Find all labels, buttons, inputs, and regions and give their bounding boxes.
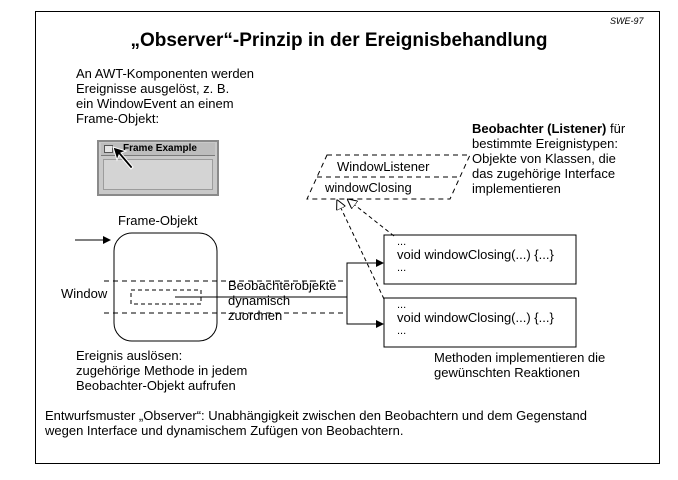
frame-example-screenshot: Frame Example: [97, 140, 219, 196]
method-dots: ...: [397, 325, 407, 337]
pattern-summary: Entwurfsmuster „Observer“: Unabhängigkei…: [45, 408, 587, 438]
observer-description: Beobachter (Listener) für bestimmte Erei…: [472, 121, 625, 196]
method-dots: ...: [397, 262, 407, 274]
method-signature: void windowClosing(...) {...}: [397, 247, 554, 262]
frame-object-label: Frame-Objekt: [118, 213, 198, 228]
dynamic-line: dynamisch: [228, 293, 291, 308]
observer-term: Beobachter (Listener): [472, 121, 607, 136]
implements-arrow-2: [339, 204, 385, 300]
method-signature: void windowClosing(...) {...}: [397, 310, 554, 325]
interface-method: windowClosing: [325, 180, 412, 195]
dynamic-line: zuordnen: [228, 308, 283, 323]
frame-title-bar: Frame Example: [101, 143, 215, 156]
mouse-pointer-icon: [112, 146, 134, 170]
methods-line: gewünschten Reaktionen: [434, 365, 580, 380]
connector-upper: [346, 259, 384, 297]
awt-line: ein WindowEvent an einem: [76, 96, 234, 111]
methods-line: Methoden implementieren die: [434, 350, 606, 365]
observer-line: das zugehörige Interface: [472, 166, 616, 181]
slide-id: SWE-97: [610, 16, 644, 26]
frame-object: [113, 232, 218, 342]
observer-line: implementieren: [472, 181, 561, 196]
page-title: „Observer“-Prinzip in der Ereignisbehand…: [130, 30, 548, 51]
awt-description: An AWT-Komponenten werden Ereignisse aus…: [76, 66, 254, 126]
window-listener-interface: [306, 154, 471, 200]
event-line: Beobachter-Objekt aufrufen: [76, 378, 236, 393]
pattern-line: wegen Interface und dynamischem Zufügen …: [45, 423, 404, 438]
awt-line: An AWT-Komponenten werden: [76, 66, 255, 81]
event-description: Ereignis auslösen: zugehörige Methode in…: [76, 348, 247, 393]
observer-line: für: [606, 121, 626, 136]
connector-lower: [346, 297, 384, 328]
awt-line: Ereignisse ausgelöst, z. B.: [76, 81, 230, 96]
event-line: Ereignis auslösen:: [76, 348, 183, 363]
slide-frame: [35, 11, 660, 464]
implements-arrow-1: [351, 202, 395, 237]
window-label: Window: [61, 286, 108, 301]
frame-title: Frame Example: [123, 143, 197, 154]
dynamic-assign-text: Beobachterobjekte dynamisch zuordnen: [228, 278, 336, 323]
dynamic-line: Beobachterobjekte: [228, 278, 337, 293]
method-box-2: [383, 297, 577, 348]
observer-line: Objekte von Klassen, die: [472, 151, 616, 166]
method-dots: ...: [397, 236, 407, 248]
window-icon: [104, 145, 113, 153]
method-content-2: ... void windowClosing(...) {...} ...: [397, 299, 554, 337]
frame-content-area: [103, 159, 213, 190]
event-line: zugehörige Methode in jedem: [76, 363, 248, 378]
interface-name: WindowListener: [337, 159, 430, 174]
awt-line: Frame-Objekt:: [76, 111, 160, 126]
method-box-1: [383, 234, 577, 285]
observer-line: bestimmte Ereignistypen:: [472, 136, 618, 151]
method-content-1: ... void windowClosing(...) {...} ...: [397, 236, 554, 274]
methods-description: Methoden implementieren die gewünschten …: [434, 350, 605, 380]
pattern-line: Entwurfsmuster „Observer“: Unabhängigkei…: [45, 408, 587, 423]
method-dots: ...: [397, 299, 407, 311]
